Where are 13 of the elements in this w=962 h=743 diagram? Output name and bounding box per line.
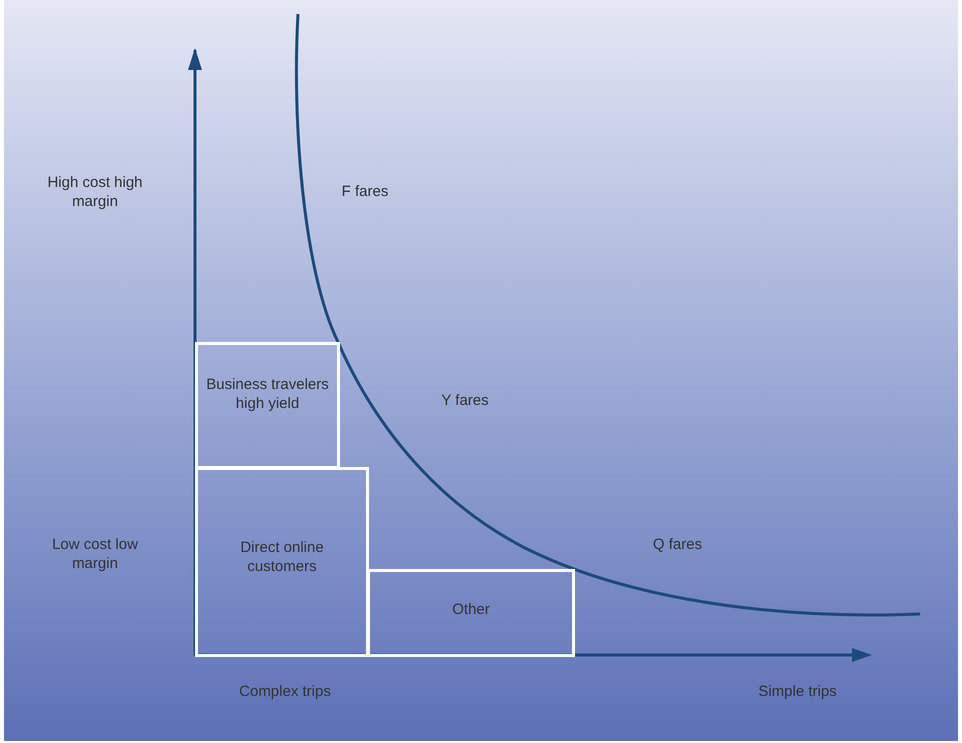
chart-label: Q fares bbox=[652, 535, 704, 554]
chart-label: F fares bbox=[340, 182, 390, 201]
chart-label: Complex trips bbox=[238, 682, 332, 701]
chart-label: Y fares bbox=[440, 391, 490, 410]
segment-box bbox=[195, 467, 369, 657]
segment-label: Direct online customers bbox=[239, 538, 325, 576]
segment-box bbox=[195, 342, 340, 469]
segment-box bbox=[367, 569, 575, 657]
chart-label: High cost high margin bbox=[46, 173, 144, 211]
chart-label: Simple trips bbox=[757, 682, 838, 701]
segment-label: Business travelers high yield bbox=[205, 375, 330, 413]
segment-label: Other bbox=[451, 600, 491, 619]
chart-label: Low cost low margin bbox=[51, 535, 139, 573]
